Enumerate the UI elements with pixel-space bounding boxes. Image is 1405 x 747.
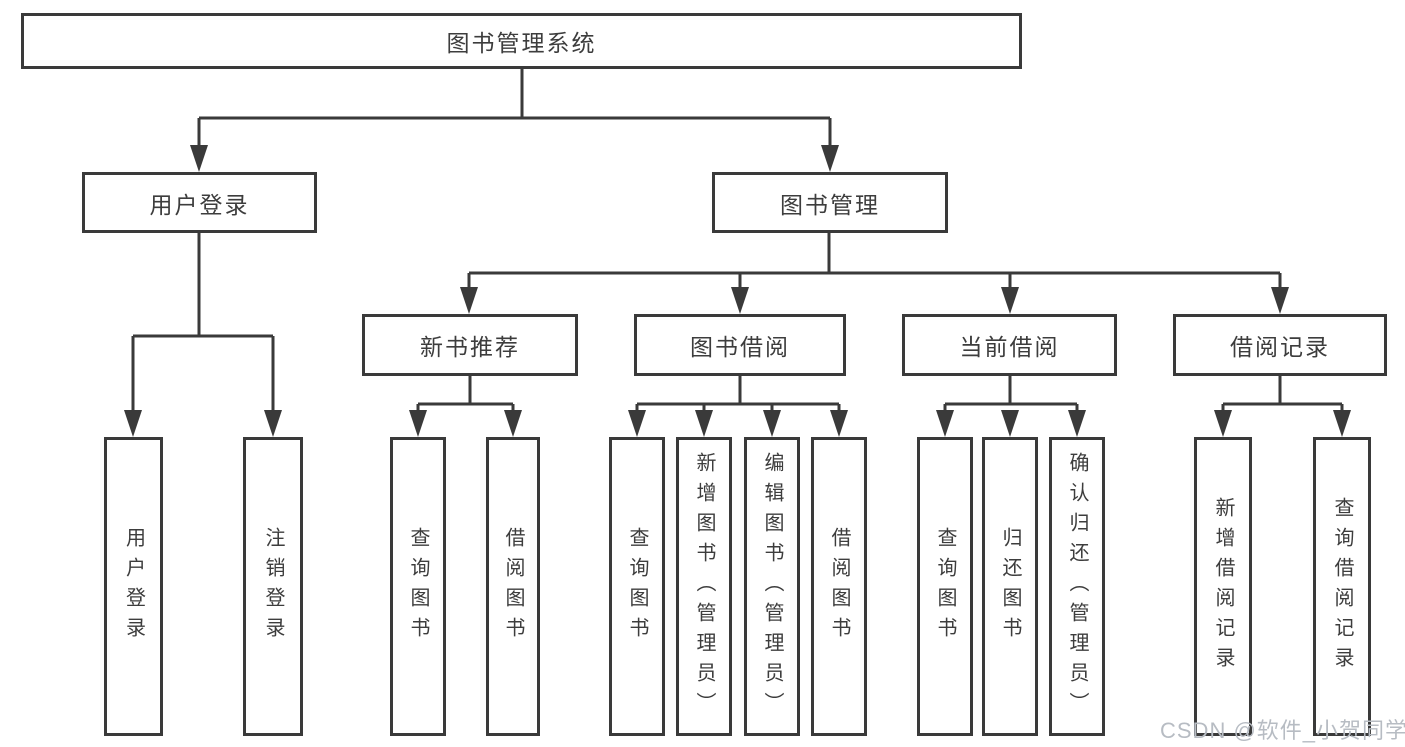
leaf-borrowing-borrow-books: 借阅图书 xyxy=(811,437,867,736)
node-label: 用户登录 xyxy=(122,526,145,647)
node-label: 图书管理系统 xyxy=(446,30,597,56)
node-new-book-recommendation: 新书推荐 xyxy=(362,314,578,376)
leaf-recommend-borrow-books: 借阅图书 xyxy=(486,437,540,736)
leaf-current-query-books: 查询图书 xyxy=(917,437,973,736)
node-label: 新增借阅记录 xyxy=(1212,496,1234,677)
node-label: 查询图书 xyxy=(934,526,956,647)
node-label: 查询借阅记录 xyxy=(1331,496,1353,677)
leaf-records-query-borrow-record: 查询借阅记录 xyxy=(1313,437,1371,736)
node-label: 借阅记录 xyxy=(1230,334,1330,360)
node-book-borrowing: 图书借阅 xyxy=(634,314,846,376)
leaf-records-add-borrow-record: 新增借阅记录 xyxy=(1194,437,1252,736)
node-current-borrowing: 当前借阅 xyxy=(902,314,1117,376)
node-label: 新书推荐 xyxy=(420,334,520,360)
node-label: 新增图书（管理员） xyxy=(693,451,715,722)
leaf-user-login: 用户登录 xyxy=(104,437,163,736)
csdn-watermark: CSDN @软件_小贺同学 xyxy=(1160,718,1405,743)
node-label: 借阅图书 xyxy=(828,526,850,647)
node-label: 图书借阅 xyxy=(690,334,790,360)
node-label: 当前借阅 xyxy=(959,334,1060,360)
node-label: 编辑图书（管理员） xyxy=(761,451,783,722)
node-label: 查询图书 xyxy=(407,526,429,647)
node-label: 借阅图书 xyxy=(502,526,524,647)
leaf-logout: 注销登录 xyxy=(243,437,303,736)
leaf-borrowing-query-books: 查询图书 xyxy=(609,437,665,736)
node-label: 图书管理 xyxy=(780,191,880,218)
tree-edges xyxy=(131,69,1344,412)
leaf-current-return-books: 归还图书 xyxy=(982,437,1038,736)
leaf-recommend-query-books: 查询图书 xyxy=(390,437,446,736)
leaf-borrowing-edit-books-admin: 编辑图书（管理员） xyxy=(744,437,800,736)
arrow-heads xyxy=(124,145,1351,437)
node-label: 查询图书 xyxy=(626,526,648,647)
node-library-management-system: 图书管理系统 xyxy=(21,13,1022,69)
node-label: 归还图书 xyxy=(999,526,1021,647)
node-book-management: 图书管理 xyxy=(712,172,948,233)
node-label: 注销登录 xyxy=(262,526,284,647)
leaf-borrowing-add-books-admin: 新增图书（管理员） xyxy=(676,437,732,736)
node-borrowing-records: 借阅记录 xyxy=(1173,314,1387,376)
node-label: 用户登录 xyxy=(149,191,250,218)
node-label: 确认归还（管理员） xyxy=(1066,451,1088,722)
leaf-current-confirm-return-admin: 确认归还（管理员） xyxy=(1049,437,1105,736)
node-user-login: 用户登录 xyxy=(82,172,317,233)
